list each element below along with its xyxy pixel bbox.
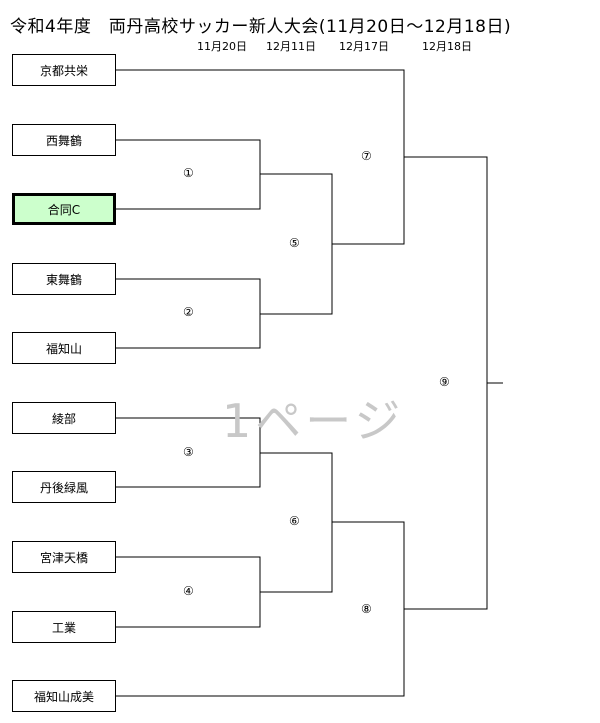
team-higashi-maizuru: 東舞鶴 [12, 263, 116, 295]
match-number-2: ② [183, 305, 194, 319]
team-fukuchiyama: 福知山 [12, 332, 116, 364]
team-tango-ryokufu: 丹後緑風 [12, 471, 116, 503]
team-ayabe: 綾部 [12, 402, 116, 434]
match-number-8: ⑧ [361, 602, 372, 616]
team-kogyo: 工業 [12, 611, 116, 643]
round-date-4: 12月18日 [422, 40, 472, 53]
team-kyoto-kyoei: 京都共栄 [12, 54, 116, 86]
team-miyazu-amahashi: 宮津天橋 [12, 541, 116, 573]
match-number-9: ⑨ [439, 375, 450, 389]
match-number-7: ⑦ [361, 149, 372, 163]
page-watermark: 1ページ [222, 394, 405, 448]
round-date-1: 11月20日 [197, 40, 247, 53]
match-number-3: ③ [183, 445, 194, 459]
match-number-5: ⑤ [289, 236, 300, 250]
match-number-1: ① [183, 166, 194, 180]
team-godo-c: 合同C [12, 193, 116, 225]
page-title: 令和4年度 両丹高校サッカー新人大会(11月20日～12月18日) [10, 17, 512, 37]
match-number-6: ⑥ [289, 514, 300, 528]
round-date-2: 12月11日 [266, 40, 316, 53]
match-number-4: ④ [183, 584, 194, 598]
round-date-3: 12月17日 [339, 40, 389, 53]
team-nishi-maizuru: 西舞鶴 [12, 124, 116, 156]
team-fukuchiyama-seibi: 福知山成美 [12, 680, 116, 712]
